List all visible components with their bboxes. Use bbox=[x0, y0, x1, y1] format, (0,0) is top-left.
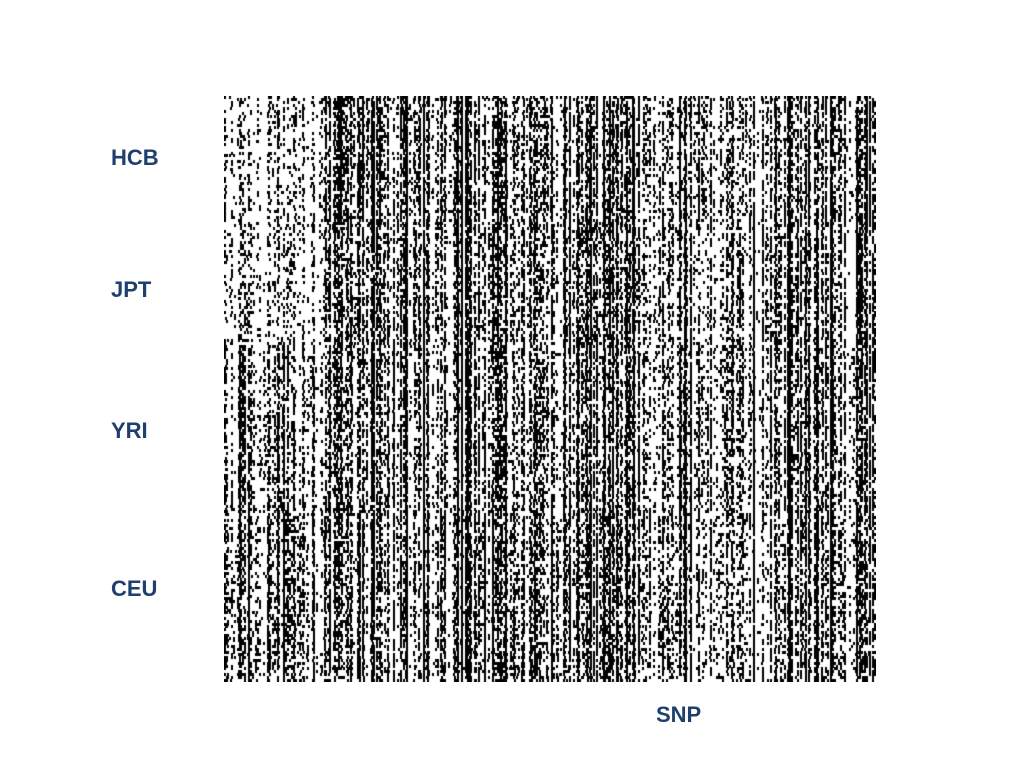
population-label-yri: YRI bbox=[111, 418, 148, 443]
population-label-ceu: CEU bbox=[111, 576, 158, 601]
population-label-hcb: HCB bbox=[111, 145, 159, 170]
x-axis-label: SNP bbox=[656, 702, 702, 727]
population-label-jpt: JPT bbox=[111, 277, 152, 302]
genotype-matrix-heatmap bbox=[224, 96, 876, 682]
